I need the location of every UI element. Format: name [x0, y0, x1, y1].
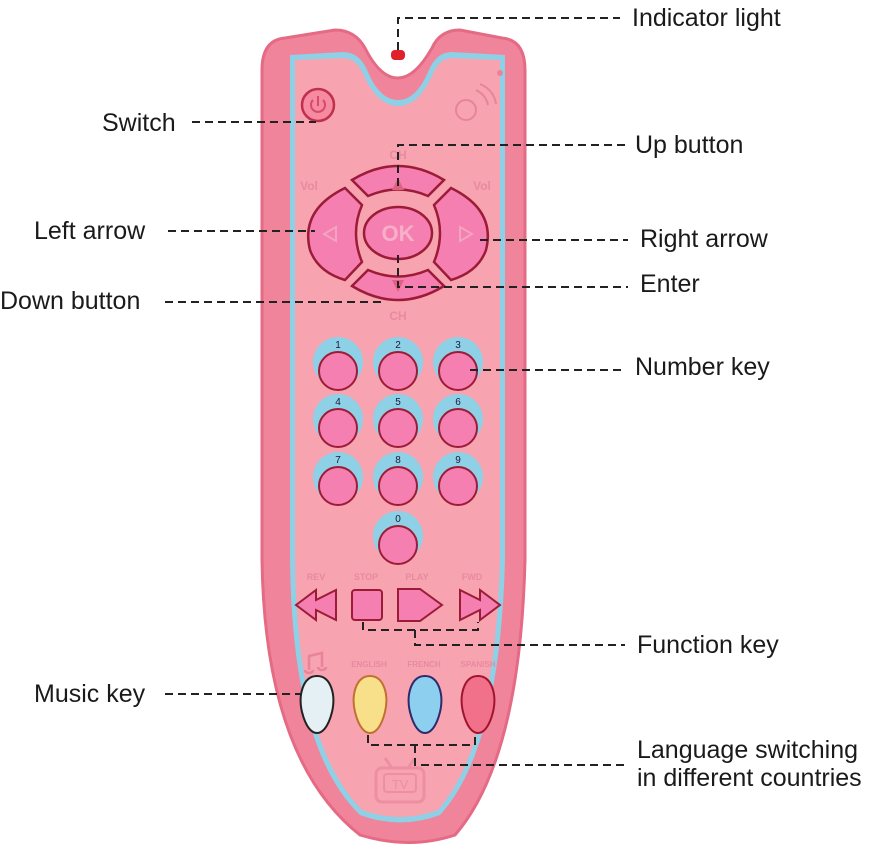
ok-label: OK: [382, 221, 415, 246]
callout-down-button: Down button: [0, 287, 141, 315]
number-key-label: 7: [335, 455, 341, 466]
callout-language-line2: in different countries: [637, 764, 862, 792]
left-triangle-icon: [322, 225, 337, 243]
stop-label: STOP: [354, 572, 378, 582]
number-key-0[interactable]: 0: [373, 511, 423, 565]
number-key-label: 2: [395, 340, 401, 351]
stop-button[interactable]: [351, 589, 383, 621]
vol-left-label: Vol: [300, 179, 318, 193]
number-key-4[interactable]: 4: [313, 394, 363, 448]
callout-music-key: Music key: [34, 680, 146, 708]
rev-button[interactable]: [294, 588, 337, 622]
english-label: ENGLISH: [351, 660, 387, 669]
callout-indicator-light: Indicator light: [632, 4, 781, 32]
callout-up-button: Up button: [635, 131, 744, 159]
callout-switch: Switch: [102, 109, 176, 137]
french-label: FRENCH: [407, 660, 441, 669]
english-key-button[interactable]: [352, 674, 388, 735]
number-key-label: 3: [455, 340, 461, 351]
number-key-button[interactable]: [438, 466, 478, 506]
callout-number-key: Number key: [635, 353, 770, 381]
number-key-button[interactable]: [378, 525, 418, 565]
music-note-icon: [303, 651, 328, 675]
number-key-label: 0: [395, 514, 401, 525]
power-icon: [310, 96, 326, 113]
spanish-label: SPANISH: [461, 660, 496, 669]
number-key-9[interactable]: 9: [433, 452, 483, 506]
light-sensor: [497, 70, 503, 76]
indicator-light: [391, 50, 405, 60]
number-key-5[interactable]: 5: [373, 394, 423, 448]
number-key-2[interactable]: 2: [373, 337, 423, 391]
number-key-label: 8: [395, 455, 401, 466]
fwd-button[interactable]: [459, 588, 502, 622]
tv-logo: [374, 757, 426, 804]
number-key-button[interactable]: [438, 408, 478, 448]
tv-logo-text: TV: [392, 777, 409, 792]
light-sound-icon: [455, 83, 497, 121]
callout-enter: Enter: [640, 270, 700, 298]
french-key-button[interactable]: [407, 674, 443, 735]
number-key-label: 6: [455, 397, 461, 408]
number-key-6[interactable]: 6: [433, 394, 483, 448]
number-key-button[interactable]: [378, 466, 418, 506]
number-key-8[interactable]: 8: [373, 452, 423, 506]
callout-language-line1: Language switching: [637, 736, 858, 764]
music-key-button[interactable]: [299, 674, 335, 735]
rev-label: REV: [307, 572, 326, 582]
number-key-button[interactable]: [318, 466, 358, 506]
number-key-button[interactable]: [318, 351, 358, 391]
number-key-label: 1: [335, 340, 341, 351]
play-label: PLAY: [405, 572, 428, 582]
number-key-7[interactable]: 7: [313, 452, 363, 506]
right-triangle-icon: [459, 225, 474, 243]
callout-left-arrow: Left arrow: [34, 217, 146, 245]
number-key-label: 5: [395, 397, 401, 408]
ch-bottom-label: CH: [389, 309, 406, 323]
number-key-button[interactable]: [378, 408, 418, 448]
number-key-button[interactable]: [318, 408, 358, 448]
play-button[interactable]: [397, 588, 444, 622]
vol-right-label: Vol: [473, 179, 491, 193]
number-key-3[interactable]: 3: [433, 337, 483, 391]
number-key-button[interactable]: [378, 351, 418, 391]
number-key-label: 4: [335, 397, 341, 408]
callout-function-key: Function key: [637, 631, 779, 659]
callout-right-arrow: Right arrow: [640, 225, 768, 253]
number-key-label: 9: [455, 455, 461, 466]
number-key-1[interactable]: 1: [313, 337, 363, 391]
spanish-key-button[interactable]: [460, 674, 496, 735]
leader-lines: [165, 17, 628, 766]
fwd-label: FWD: [462, 572, 483, 582]
